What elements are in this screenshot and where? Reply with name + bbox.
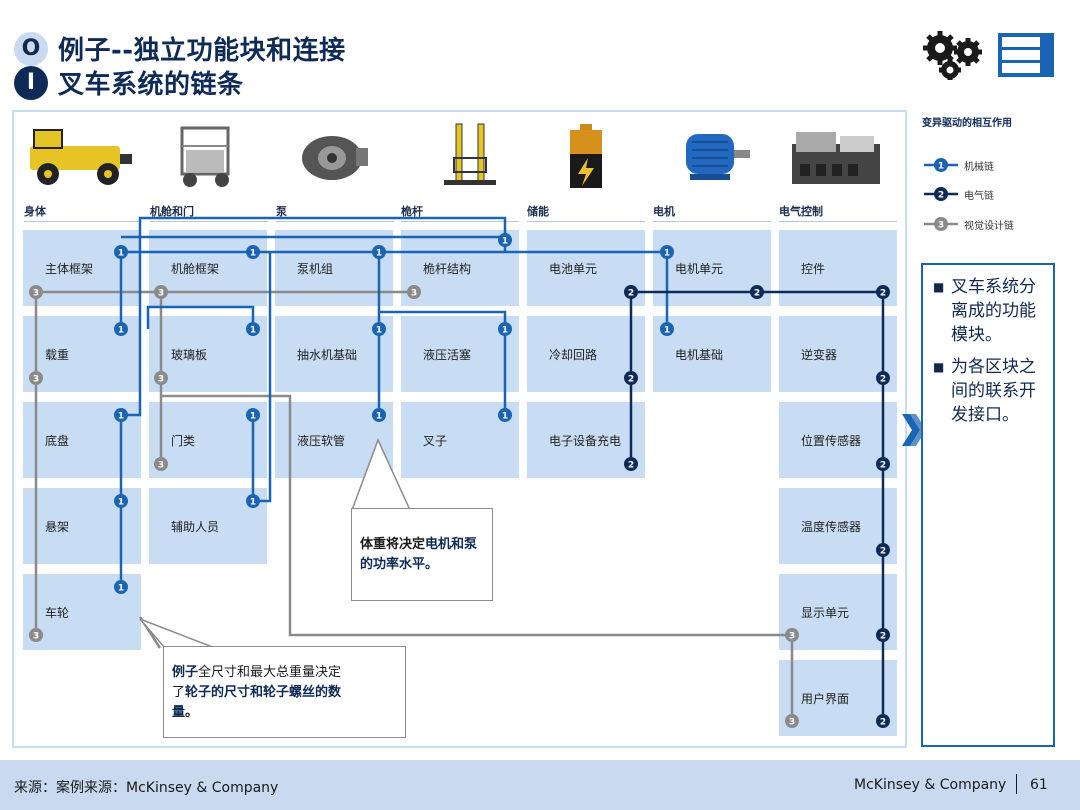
summary-box: ■ 叉车系统分离成的功能模块。 ■ 为各区块之间的联系开发接口。: [921, 263, 1055, 747]
cell-storage-charging: 电子设备充电: [527, 402, 645, 478]
cabin-image: [180, 126, 230, 187]
svg-text:3: 3: [938, 221, 944, 231]
footer-separator: [1016, 774, 1017, 794]
column-header-pump: 泵: [276, 203, 394, 222]
summary-text-1: 叉车系统分离成的功能模块。: [951, 277, 1036, 345]
bullet-icon: ■: [933, 360, 945, 374]
callout-power-level: 体重将决定电机和泵的功率水平。: [351, 508, 493, 601]
summary-item-1: ■ 叉车系统分离成的功能模块。: [933, 275, 1045, 347]
column-header-motor: 电机: [653, 203, 771, 222]
legend-node-2-icon: 2: [924, 187, 958, 201]
mast-image: [444, 123, 496, 185]
cell-control-position-sensor: 位置传感器: [779, 402, 897, 478]
cell-mast-fork: 叉子: [401, 402, 519, 478]
legend-visual: 3 视觉设计链: [924, 216, 1014, 232]
control-unit-image: [792, 132, 880, 184]
legend-mechanical: 1 机械链: [924, 157, 994, 173]
callout-power-highlight-pump: 和泵: [451, 537, 478, 552]
cell-storage-battery: 电池单元: [527, 230, 645, 306]
cell-motor-base: 电机基础: [653, 316, 771, 392]
cell-body-frame: 主体框架: [23, 230, 141, 306]
column-header-storage: 储能: [527, 203, 645, 222]
cell-control-ui: 用户界面: [779, 660, 897, 736]
cell-mast-piston: 液压活塞: [401, 316, 519, 392]
forklift-body-image: [30, 129, 132, 185]
cell-mast-structure: 桅杆结构: [401, 230, 519, 306]
legend-visual-label: 视觉设计链: [964, 220, 1014, 232]
battery-image: [570, 124, 602, 188]
callout-wheel-highlight: 轮子的尺寸和轮子螺丝的数: [185, 685, 342, 700]
title-row-1: O 例子--独立功能块和连接: [14, 30, 346, 67]
electric-motor-image: [686, 134, 750, 180]
column-header-cabin: 机舱和门: [150, 203, 268, 222]
svg-text:2: 2: [938, 191, 944, 201]
summary-item-2: ■ 为各区块之间的联系开发接口。: [933, 355, 1045, 427]
legend-electrical-label: 电气链: [964, 190, 994, 202]
legend-node-3-icon: 3: [924, 217, 958, 231]
footer-source: 来源：案例来源：McKinsey & Company: [14, 780, 279, 796]
page-number: 61: [1030, 777, 1048, 793]
callout-wheel-text-2: 了: [172, 685, 186, 700]
callout-wheel-highlight-2: 量: [172, 705, 186, 720]
callout-wheel-period: 。: [185, 705, 199, 720]
cell-motor-unit: 电机单元: [653, 230, 771, 306]
column-header-mast: 桅杆: [401, 203, 519, 222]
cell-control-display: 显示单元: [779, 574, 897, 650]
legend-mechanical-label: 机械链: [964, 161, 994, 173]
callout-power-highlight-motor: 电机: [425, 537, 452, 552]
title-bullet-o: O: [14, 31, 48, 66]
legend-electrical: 2 电气链: [924, 186, 994, 202]
legend-title: 变异驱动的相互作用: [922, 118, 1012, 129]
cell-storage-cooling: 冷却回路: [527, 316, 645, 392]
callout-power-text: 体重将决定: [360, 537, 426, 552]
title-bullet-i: I: [14, 65, 48, 100]
footer-brand: McKinsey & Company: [854, 777, 1007, 793]
page-subtitle: 叉车系统的链条: [58, 70, 244, 100]
cell-body-payload: 载重: [23, 316, 141, 392]
pump-image: [302, 136, 368, 180]
callout-wheel-text: 全尺寸和最大总重量决定: [198, 665, 342, 680]
cell-cabin-doors: 门类: [149, 402, 267, 478]
svg-text:1: 1: [938, 162, 944, 172]
table-icon: [998, 33, 1054, 77]
title-row-2: I 叉车系统的链条: [14, 64, 244, 101]
summary-text-2: 为各区块之间的联系开发接口。: [951, 357, 1036, 425]
cell-body-wheels: 车轮: [23, 574, 141, 650]
column-header-control: 电气控制: [779, 203, 897, 222]
legend-node-1-icon: 1: [924, 158, 958, 172]
cell-control-controls: 控件: [779, 230, 897, 306]
cell-pump-hose: 液压软管: [275, 402, 393, 478]
cell-body-chassis: 底盘: [23, 402, 141, 478]
page-title: 例子--独立功能块和连接: [58, 36, 346, 66]
cell-cabin-glass: 玻璃板: [149, 316, 267, 392]
callout-wheel-example: 例子全尺寸和最大总重量决定 了轮子的尺寸和轮子螺丝的数 量。: [163, 646, 406, 738]
gears-icon: [923, 31, 982, 80]
callout-wheel-label: 例子: [172, 665, 199, 680]
cell-control-temp-sensor: 温度传感器: [779, 488, 897, 564]
cell-cabin-aux: 辅助人员: [149, 488, 267, 564]
cell-cabin-frame: 机舱框架: [149, 230, 267, 306]
cell-control-inverter: 逆变器: [779, 316, 897, 392]
callout-power-highlight-level: 的功率水平。: [360, 557, 439, 572]
cell-pump-unit: 泵机组: [275, 230, 393, 306]
cell-pump-base: 抽水机基础: [275, 316, 393, 392]
footer: 来源：案例来源：McKinsey & Company McKinsey & Co…: [0, 760, 1080, 810]
cell-body-suspension: 悬架: [23, 488, 141, 564]
column-header-body: 身体: [24, 203, 142, 222]
bullet-icon: ■: [933, 280, 945, 294]
